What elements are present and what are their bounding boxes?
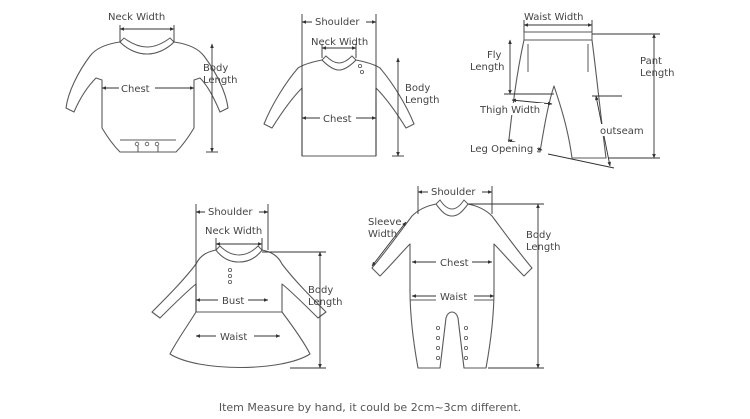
fly-length-label: Fly [487, 50, 502, 61]
bodysuit-diagram: Neck Width Chest Body Length [65, 12, 238, 153]
waist-label: Waist [220, 332, 247, 343]
thigh-width-label: Thigh Width [479, 105, 540, 116]
snap-icon [154, 141, 160, 147]
chest-label: Chest [121, 84, 150, 95]
button-icon [227, 267, 232, 272]
chest-label: Chest [440, 258, 469, 269]
pant-length-label: Length [640, 68, 675, 79]
neck-width-label: Neck Width [205, 226, 262, 237]
snap-icon [435, 325, 440, 330]
shoulder-label: Shoulder [431, 187, 476, 198]
snap-icon [435, 345, 440, 350]
body-length-label: Body [308, 285, 333, 296]
neck-width-label: Neck Width [311, 37, 368, 48]
measurement-note: Item Measure by hand, it could be 2cm~3c… [219, 401, 521, 414]
snap-icon [463, 345, 468, 350]
pants-outline [507, 39, 607, 159]
romper-diagram: Shoulder Sleeve Width Chest Waist Body L… [368, 185, 561, 369]
body-length-label: Length [203, 75, 238, 86]
neck-width-label: Neck Width [108, 12, 165, 23]
body-length-label: Body [405, 83, 430, 94]
snap-icon [134, 141, 140, 147]
chest-label: Chest [323, 114, 352, 125]
sleeve-width-label: Sleeve [368, 217, 402, 228]
romper-collar [435, 199, 469, 217]
snap-icon [463, 355, 468, 360]
bodysuit-outline [65, 41, 229, 153]
sleeve-width-label: Width [368, 229, 397, 240]
button-icon [227, 279, 232, 284]
dress-diagram: Shoulder Neck Width Bust Waist Body Leng… [151, 204, 343, 369]
shoulder-label: Shoulder [315, 17, 360, 28]
snap-icon [144, 141, 150, 147]
tshirt-diagram: Shoulder Neck Width Chest Body Length [263, 14, 440, 157]
snap-icon [463, 325, 468, 330]
body-length-label: Length [308, 297, 343, 308]
bodysuit-collar [119, 37, 175, 55]
body-length-label: Length [405, 95, 440, 106]
pant-length-label: Pant [640, 56, 662, 67]
button-icon [227, 273, 232, 278]
outseam-label: outseam [600, 126, 644, 137]
tshirt-collar [321, 55, 357, 71]
pants-waistband [523, 31, 593, 41]
body-length-label: Body [526, 230, 551, 241]
snap-icon [463, 335, 468, 340]
leg-opening-label: Leg Opening [470, 144, 533, 155]
dress-collar [215, 245, 263, 263]
fly-length-label: Length [470, 62, 505, 73]
pants-diagram: Waist Width Fly Length Pant Length Thigh… [469, 12, 675, 169]
button-icon [359, 70, 364, 75]
bust-label: Bust [222, 296, 244, 307]
waist-width-label: Waist Width [524, 12, 584, 23]
body-length-label: Length [526, 242, 561, 253]
snap-icon [435, 355, 440, 360]
snap-icon [435, 335, 440, 340]
body-length-label: Body [203, 63, 228, 74]
tshirt-outline [263, 59, 415, 157]
button-icon [357, 64, 362, 69]
dress-outline [151, 249, 327, 368]
waist-label: Waist [440, 292, 467, 303]
shoulder-label: Shoulder [208, 207, 253, 218]
